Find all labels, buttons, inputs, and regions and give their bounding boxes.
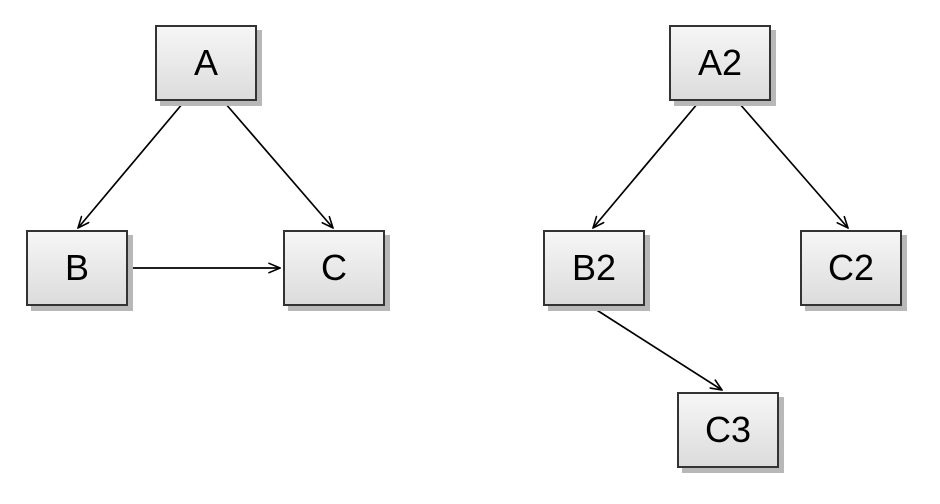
node-box-C3: C3	[677, 392, 779, 468]
node-box-B2: B2	[543, 230, 645, 306]
node-box-A2: A2	[669, 25, 771, 101]
node-label-A: A	[193, 42, 218, 83]
node-label-A2: A2	[697, 42, 743, 83]
node-box-A: A	[155, 25, 257, 101]
node-box-C: C	[283, 230, 385, 306]
node-label-B2: B2	[571, 247, 617, 288]
node-box-B: B	[26, 230, 128, 306]
node-box-C2: C2	[800, 230, 902, 306]
node-label-C: C	[321, 247, 347, 288]
node-label-C3: C3	[704, 409, 752, 450]
node-label-B: B	[64, 247, 89, 288]
node-label-C2: C2	[827, 247, 875, 288]
